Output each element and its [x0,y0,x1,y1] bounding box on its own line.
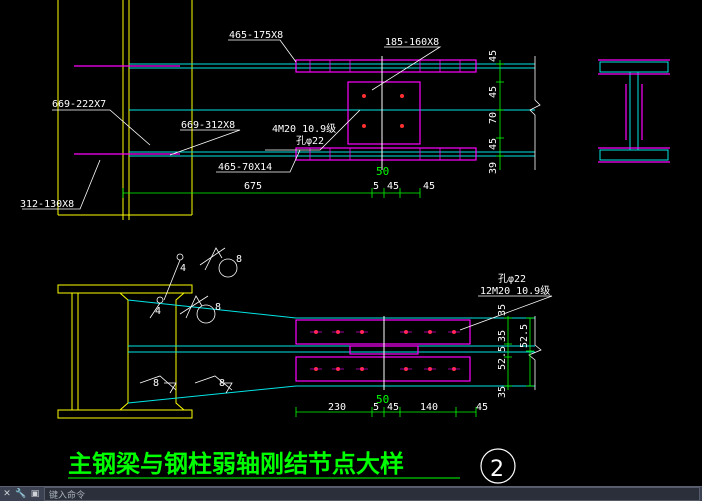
top-dim-bottom-3: 45 [387,181,399,192]
top-dim-bottom-1: 675 [244,181,262,192]
close-icon[interactable]: ✕ [3,489,11,499]
command-input[interactable]: 键入命令 [44,487,700,501]
label-bottom-flange-plate: 465-70X14 [218,162,272,173]
detail-number-circle [480,448,516,484]
top-dim-right-3: 70 [488,112,499,124]
top-dim-right-1: 45 [488,50,499,62]
top-dims-bottom [122,188,421,198]
weld-label-4: 8 [215,302,221,313]
weld-symbols [139,247,238,394]
label-hole-spec-bottom: 孔φ22 [498,273,526,285]
top-column [57,0,193,220]
bottom-dim-right-1: 35 [497,304,508,316]
weld-label-6: 8 [219,378,225,389]
top-dim-gap: 50 [376,165,389,178]
weld-label-5: 8 [153,378,159,389]
cad-drawing-canvas[interactable]: 465-175X8 185-160X8 669-222X7 669-312X8 … [0,0,702,486]
top-dim-right-4: 45 [488,138,499,150]
bottom-bolts [314,330,456,371]
bottom-dims-right [504,316,534,390]
bottom-leaders [459,295,553,331]
label-hole-spec-top: 孔φ22 [296,135,324,147]
bottom-dim-right-2: 35 [497,330,508,342]
bottom-break-line [528,316,542,390]
label-top-flange-plate: 465-175X8 [229,30,283,41]
bottom-splice-plates [295,319,471,382]
bottom-dim-bottom-5: 45 [476,402,488,413]
top-dim-right-2: 45 [488,86,499,98]
top-dim-bottom-4: 45 [423,181,435,192]
bottom-dim-bottom-4: 140 [420,402,438,413]
weld-label-1: 4 [180,263,186,274]
bottom-dim-right-5: 35 [497,386,508,398]
command-bar: ✕ 🔧 ▣ 键入命令 [0,486,702,501]
top-bolts [362,94,404,128]
bottom-dim-right-3: 52.5 [519,324,530,348]
top-leaders [22,39,442,210]
bottom-dim-right-4: 52.5 [497,346,508,370]
bottom-beam [127,299,535,404]
bottom-dim-bottom-2: 5 [373,402,379,413]
label-column-plate: 669-222X7 [52,99,106,110]
section-h-shape [599,61,669,161]
detail-number: 2 [490,457,504,482]
top-flange-plates [74,59,477,161]
bottom-dim-bottom-1: 230 [328,402,346,413]
top-dim-right-5: 39 [488,162,499,174]
label-web-plate: 669-312X8 [181,120,235,131]
top-break-line [529,56,541,170]
drawing-title: 主钢梁与钢柱弱轴刚结节点大样 [68,450,404,478]
top-dim-bottom-2: 5 [373,181,379,192]
bottom-bolt-cross [310,331,460,370]
top-dims-right [496,60,504,170]
weld-label-2: 8 [236,254,242,265]
command-prompt-icon[interactable]: ▣ [30,489,40,499]
label-base-plate: 312-130X8 [20,199,74,210]
top-beam [129,63,535,157]
section-plates [598,59,670,163]
wrench-icon[interactable]: 🔧 [15,489,27,499]
label-bolt-spec-top: 4M20 10.9级 [272,123,336,135]
label-bolt-spec-bottom: 12M20 10.9级 [480,285,550,297]
label-splice-plate: 185-160X8 [385,37,439,48]
bottom-dim-gap: 50 [376,393,389,406]
bottom-dim-bottom-3: 45 [387,402,399,413]
bottom-dims-bottom [295,407,477,417]
weld-label-3: 4 [155,306,161,317]
